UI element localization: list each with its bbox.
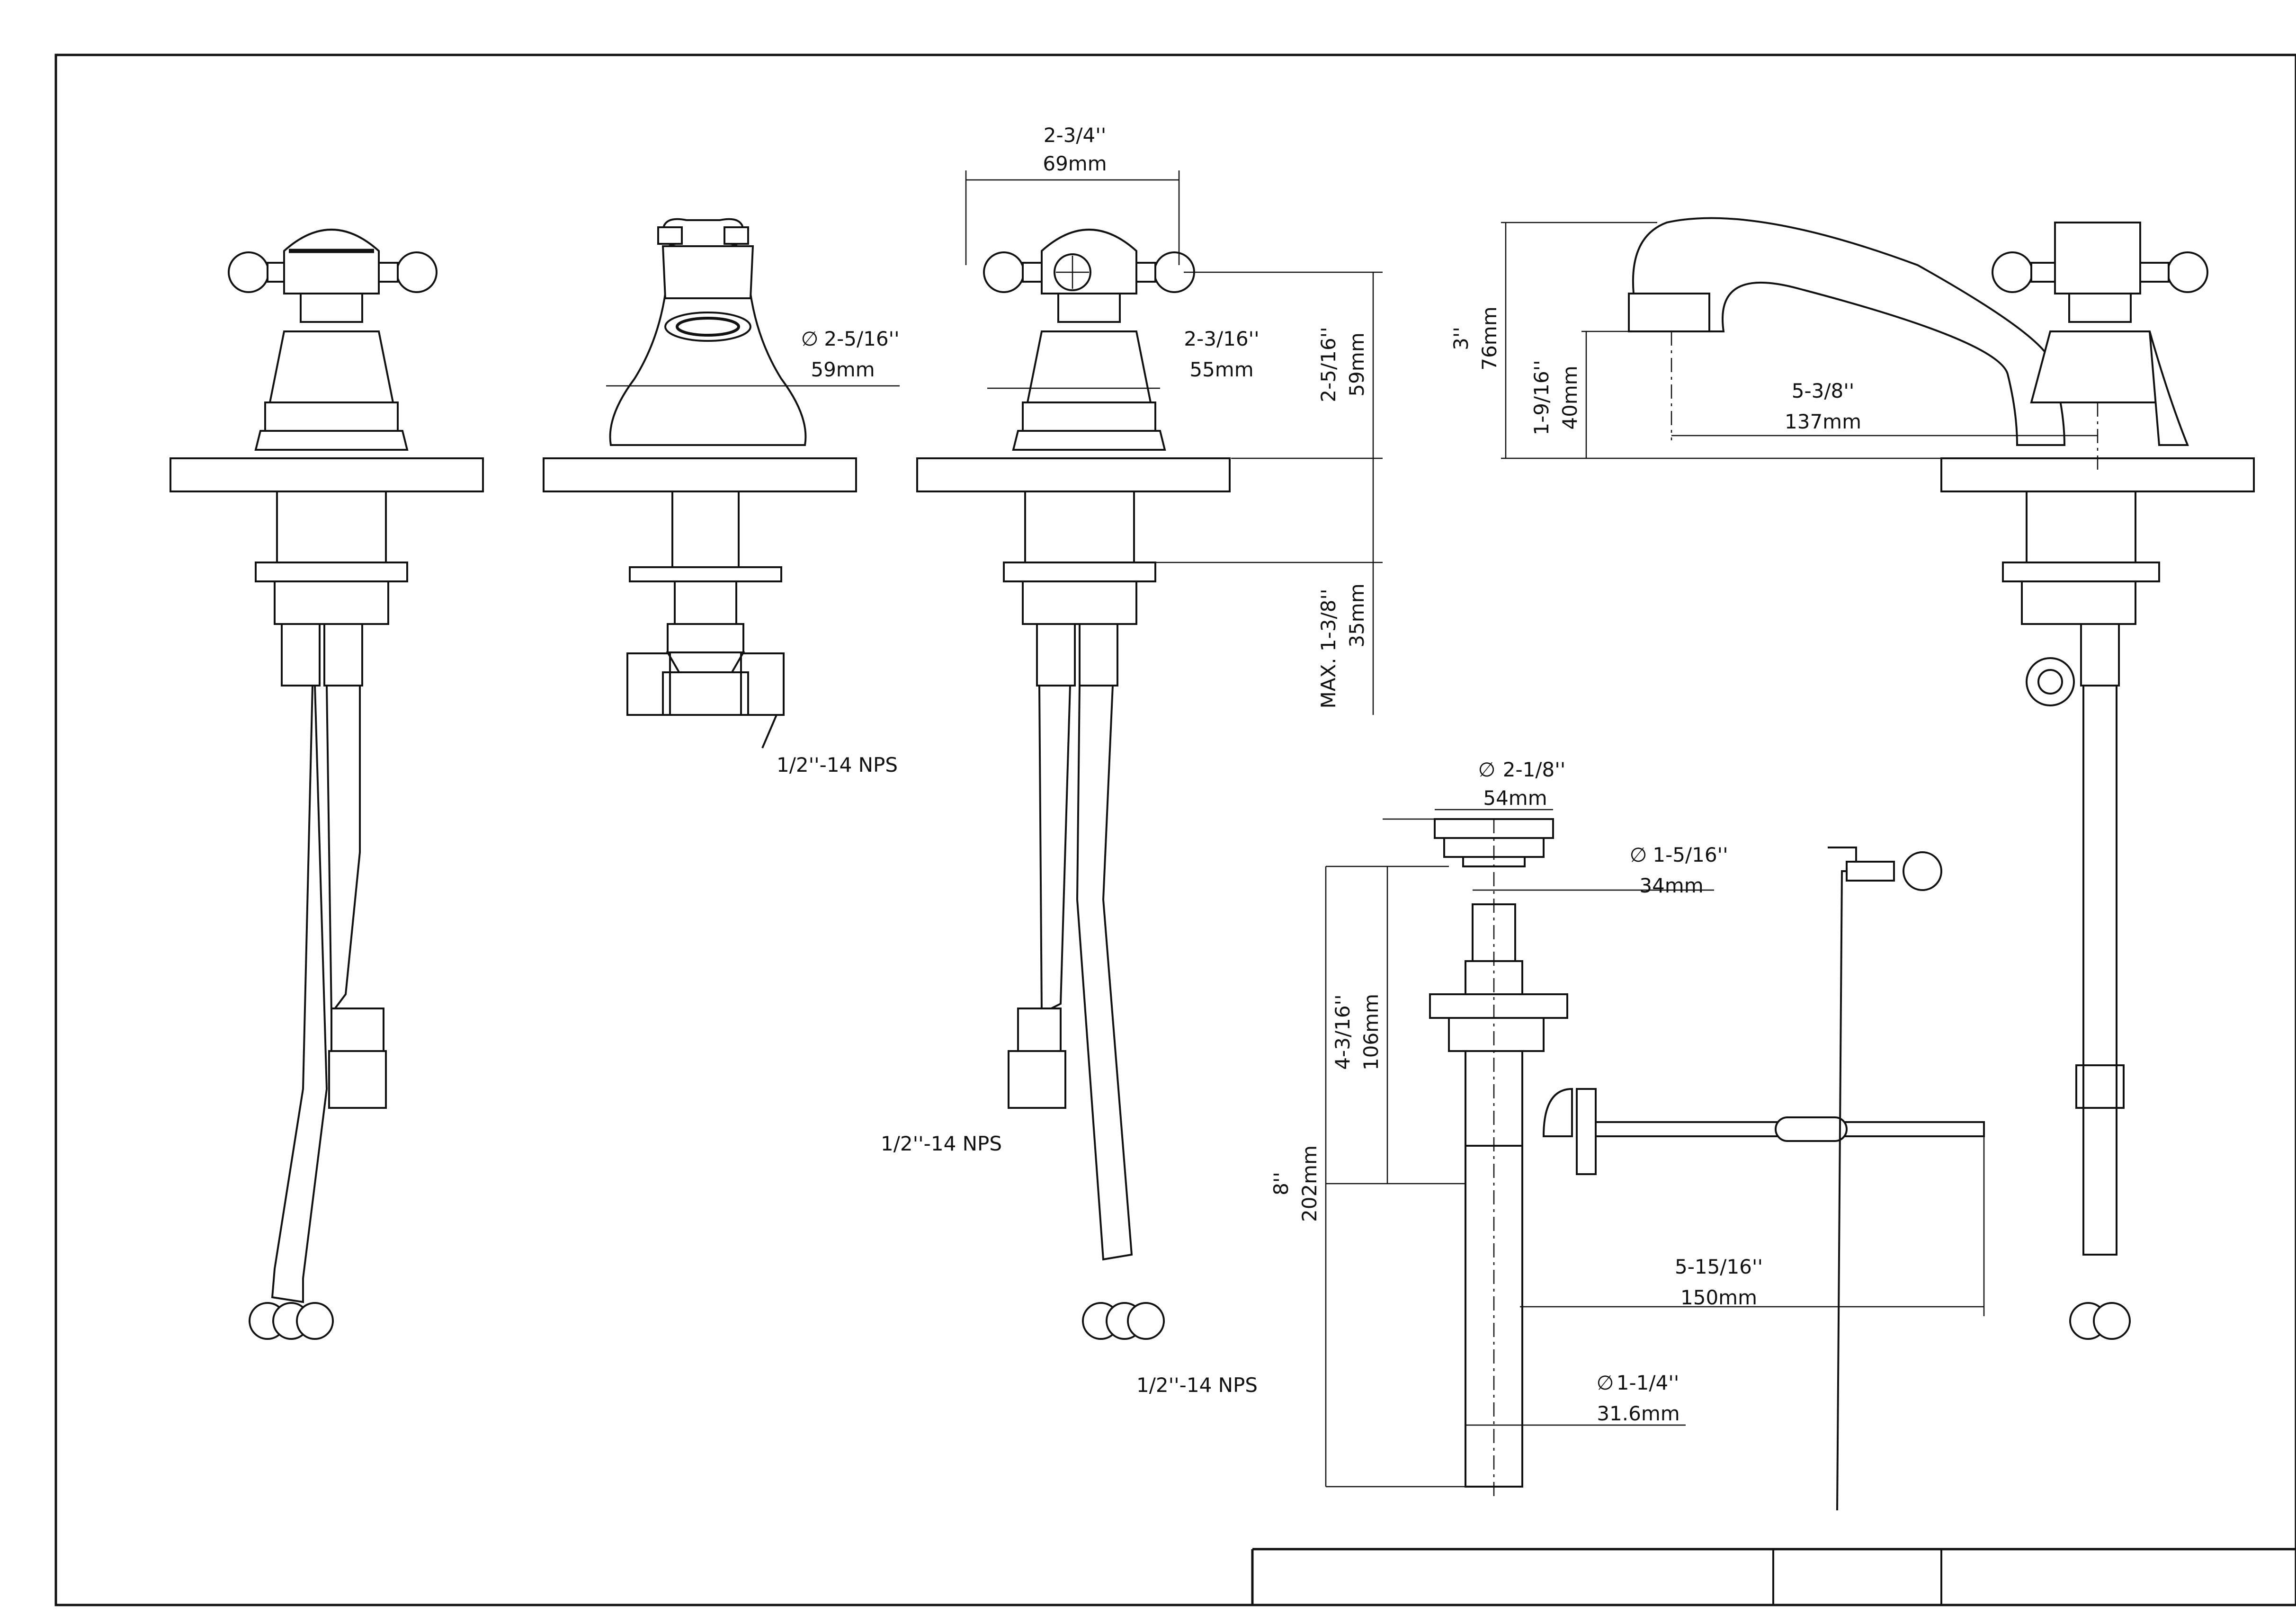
dim-valve-height-mm: 59mm <box>1345 332 1368 396</box>
dim-tailpiece-dia-mm: 31.6mm <box>1597 1402 1680 1425</box>
dim-spout-height-mm: 76mm <box>1478 306 1501 370</box>
label-spout-inlet: 1/2''-14 NPS <box>777 753 898 776</box>
diameter-symbol-drain-throat: ∅ <box>1630 843 1647 866</box>
dim-drain-flange-dia-in: 2-1/8'' <box>1503 758 1566 781</box>
dim-drain-throat-dia-mm: 34mm <box>1639 874 1703 897</box>
drawing-border <box>54 54 2296 1606</box>
dim-valve-body-dia-in: 2-3/16'' <box>1184 327 1259 350</box>
dim-lift-rod-mm: 150mm <box>1680 1286 1757 1309</box>
dim-drain-body-height-mm: 106mm <box>1359 994 1383 1070</box>
dim-handle-spread-mm: 69mm <box>1043 152 1107 175</box>
label-hose-end-bottom: 1/2''-14 NPS <box>1136 1373 1258 1397</box>
dim-lift-rod-in: 5-15/16'' <box>1675 1255 1763 1278</box>
diameter-symbol-tailpiece: ∅ <box>1597 1371 1614 1394</box>
dim-spout-reach-mm: 137mm <box>1785 410 1861 433</box>
dim-spout-clearance-mm: 40mm <box>1558 366 1581 429</box>
dim-spout-reach-in: 5-3/8'' <box>1792 379 1855 402</box>
spout-front-view <box>543 218 857 749</box>
dim-drain-body-height-in: 4-3/16'' <box>1331 994 1354 1070</box>
title-block <box>1251 1548 2296 1605</box>
valve-side-view-2 <box>606 170 1383 1340</box>
dim-spout-height-in: 3'' <box>1449 327 1473 350</box>
pop-up-drain-view <box>1325 809 1985 1511</box>
dim-drain-total-height-in: 8'' <box>1269 1172 1293 1195</box>
dim-max-deck-mm: 35mm <box>1345 583 1368 647</box>
dim-escutcheon-dia-mm: 59mm <box>811 358 875 381</box>
dim-spout-clearance-in: 1-9/16'' <box>1530 360 1553 435</box>
diameter-symbol: ∅ <box>801 327 819 350</box>
diameter-symbol-drain-flange: ∅ <box>1478 758 1496 781</box>
faucet-side-view <box>1501 217 2255 1340</box>
valve-side-view-1 <box>170 229 484 1340</box>
dim-drain-flange-dia-mm: 54mm <box>1483 786 1547 810</box>
dim-drain-total-height-mm: 202mm <box>1298 1145 1321 1222</box>
dim-valve-height-in: 2-5/16'' <box>1317 327 1340 402</box>
dim-tailpiece-dia-in: 1-1/4'' <box>1617 1371 1680 1394</box>
dim-escutcheon-dia-in: 2-5/16'' <box>824 327 899 350</box>
label-hose-end-left: 1/2''-14 NPS <box>881 1132 1002 1155</box>
dim-drain-throat-dia-in: 1-5/16'' <box>1653 843 1728 866</box>
dim-handle-spread-in: 2-3/4'' <box>1044 124 1107 147</box>
dimension-labels: 2-3/4'' 69mm ∅ 2-5/16'' 59mm 2-3/16'' 55… <box>777 124 1861 1425</box>
dim-valve-body-dia-mm: 55mm <box>1189 358 1253 381</box>
dim-max-deck-in: MAX. 1-3/8'' <box>1317 589 1340 708</box>
